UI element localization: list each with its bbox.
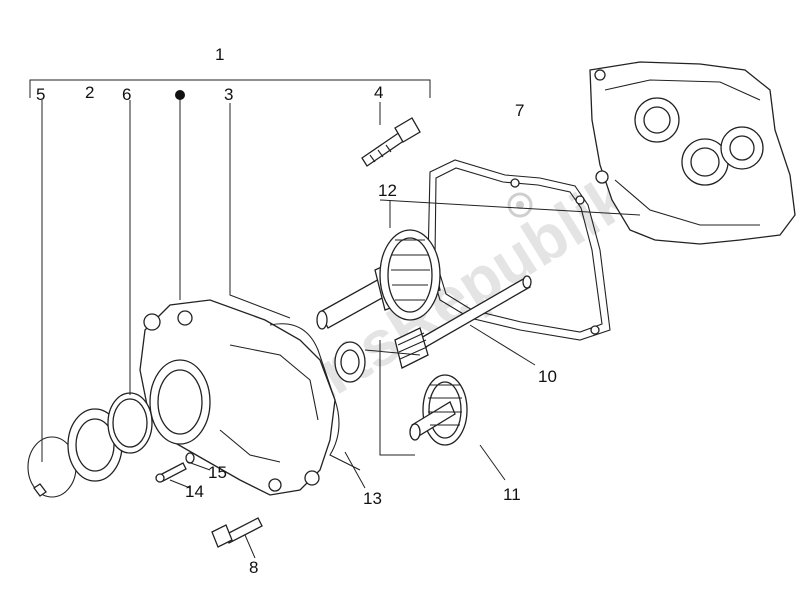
part-main-shaft	[394, 275, 532, 369]
part-intermediate-gear-shaft	[316, 229, 441, 330]
callout-15: 15	[208, 463, 227, 482]
callout-7: 7	[515, 101, 524, 120]
part-o-ring	[269, 323, 361, 471]
callout-11: 11	[503, 485, 521, 504]
callout-12: 12	[378, 181, 397, 200]
part-transmission-cover	[139, 299, 336, 496]
callout-14: 14	[185, 482, 204, 501]
callout-labels: 1 2 3 4 5 6 7 8 10 11 12 13 14 15	[36, 45, 557, 577]
part-rear-housing	[589, 61, 796, 245]
leader-lines	[41, 97, 641, 559]
callout-3: 3	[224, 85, 233, 104]
callout-1: 1	[215, 45, 224, 64]
callout-8: 8	[249, 558, 258, 577]
watermark-gear-icon	[507, 192, 533, 218]
callout-2: 2	[85, 83, 94, 102]
callout-6: 6	[122, 85, 131, 104]
marker-dot	[175, 90, 185, 100]
callout-5: 5	[36, 85, 45, 104]
part-screw	[155, 462, 187, 483]
part-stud	[361, 117, 421, 167]
callout-4: 4	[374, 83, 383, 102]
part-bolt	[211, 517, 263, 548]
group-bracket	[29, 79, 431, 98]
part-bearing-small	[334, 341, 366, 383]
callout-13: 13	[363, 489, 382, 508]
part-seal-ring	[107, 392, 153, 454]
part-output-gear	[409, 374, 468, 446]
part-washer	[185, 452, 195, 464]
part-gasket	[427, 159, 611, 341]
callout-10: 10	[538, 367, 557, 386]
